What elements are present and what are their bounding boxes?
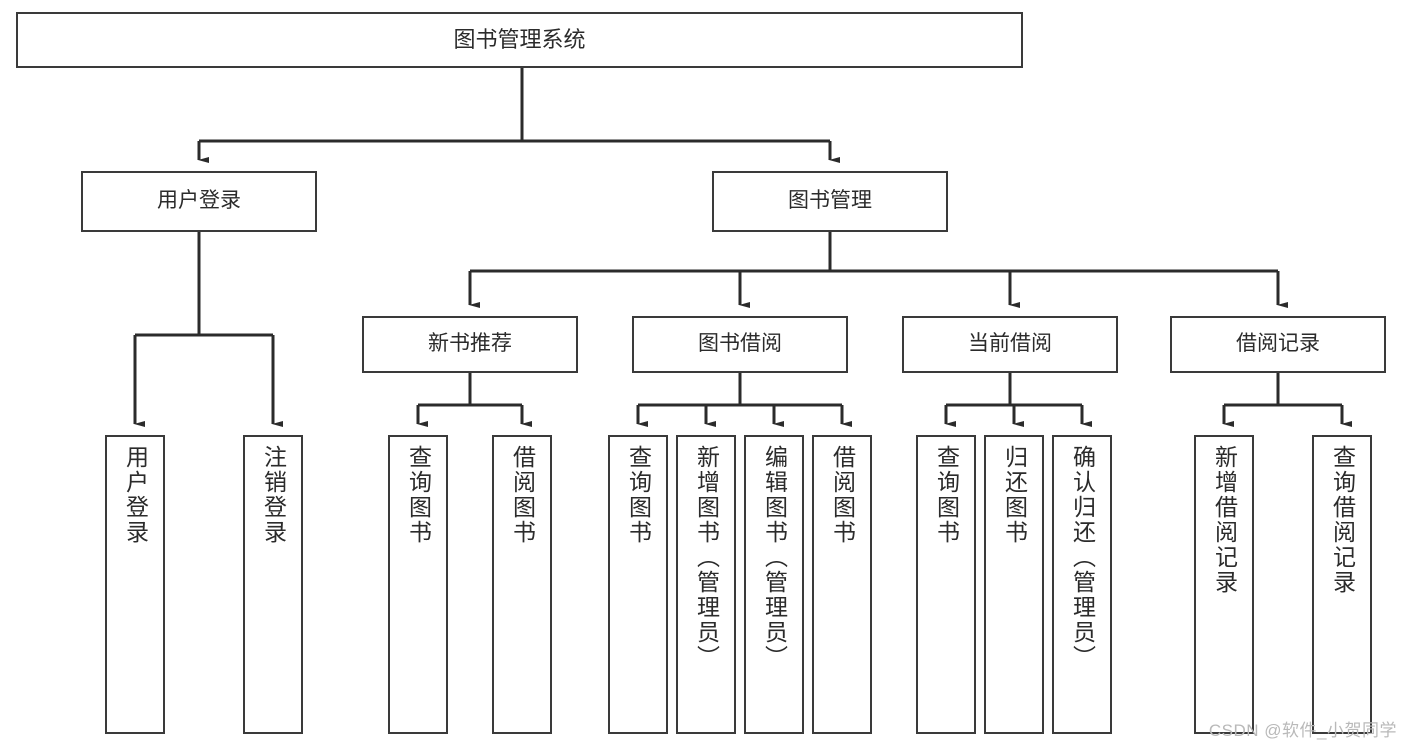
node-leaf-edit-book[interactable]: 编辑图书（管理员） [744, 435, 804, 734]
node-new-book-rec-label: 新书推荐 [428, 332, 512, 356]
node-leaf-add-record-label: 新增借阅记录 [1211, 445, 1238, 595]
node-root-label: 图书管理系统 [453, 27, 586, 53]
node-leaf-borrow-book-2-label: 借阅图书 [829, 445, 856, 545]
node-leaf-borrow-book-2[interactable]: 借阅图书 [812, 435, 872, 734]
node-leaf-logout-label: 注销登录 [260, 445, 287, 545]
node-leaf-return-book-label: 归还图书 [1001, 445, 1028, 545]
csdn-watermark: CSDN @软件_小贺同学 [1208, 721, 1397, 740]
node-user-login-label: 用户登录 [157, 189, 241, 213]
node-leaf-return-book[interactable]: 归还图书 [984, 435, 1044, 734]
node-leaf-user-login-label: 用户登录 [122, 445, 149, 545]
node-leaf-add-record[interactable]: 新增借阅记录 [1194, 435, 1254, 734]
node-borrow-record[interactable]: 借阅记录 [1170, 316, 1386, 373]
node-root[interactable]: 图书管理系统 [16, 12, 1023, 68]
node-leaf-edit-book-label: 编辑图书（管理员） [761, 445, 788, 670]
node-book-manage-label: 图书管理 [788, 189, 872, 213]
node-user-login[interactable]: 用户登录 [81, 171, 317, 232]
node-leaf-query-book-3-label: 查询图书 [933, 445, 960, 545]
node-leaf-confirm-return-label: 确认归还（管理员） [1069, 445, 1096, 670]
node-leaf-query-book-1[interactable]: 查询图书 [388, 435, 448, 734]
node-leaf-add-book[interactable]: 新增图书（管理员） [676, 435, 736, 734]
node-book-manage[interactable]: 图书管理 [712, 171, 948, 232]
node-current-borrow-label: 当前借阅 [968, 332, 1052, 356]
node-leaf-confirm-return[interactable]: 确认归还（管理员） [1052, 435, 1112, 734]
node-leaf-query-book-1-label: 查询图书 [405, 445, 432, 545]
node-leaf-query-record[interactable]: 查询借阅记录 [1312, 435, 1372, 734]
node-leaf-user-login[interactable]: 用户登录 [105, 435, 165, 734]
node-leaf-query-record-label: 查询借阅记录 [1329, 445, 1356, 595]
node-leaf-borrow-book-1[interactable]: 借阅图书 [492, 435, 552, 734]
node-leaf-borrow-book-1-label: 借阅图书 [509, 445, 536, 545]
node-book-borrow[interactable]: 图书借阅 [632, 316, 848, 373]
node-leaf-query-book-3[interactable]: 查询图书 [916, 435, 976, 734]
node-new-book-rec[interactable]: 新书推荐 [362, 316, 578, 373]
node-leaf-query-book-2[interactable]: 查询图书 [608, 435, 668, 734]
node-borrow-record-label: 借阅记录 [1236, 332, 1320, 356]
node-leaf-query-book-2-label: 查询图书 [625, 445, 652, 545]
node-book-borrow-label: 图书借阅 [698, 332, 782, 356]
node-leaf-add-book-label: 新增图书（管理员） [693, 445, 720, 670]
node-leaf-logout[interactable]: 注销登录 [243, 435, 303, 734]
node-current-borrow[interactable]: 当前借阅 [902, 316, 1118, 373]
